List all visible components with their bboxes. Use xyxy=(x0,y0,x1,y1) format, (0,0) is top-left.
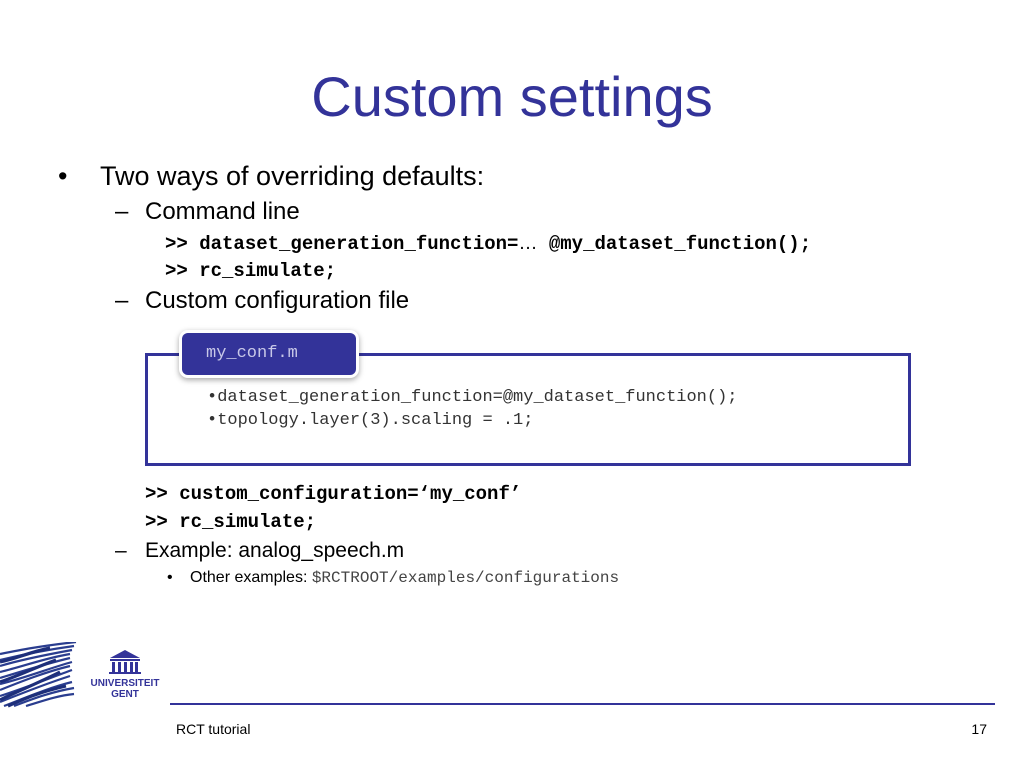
code-line-1-suffix: @my_dataset_function(); xyxy=(537,233,812,255)
config-line-2: •topology.layer(3).scaling = .1; xyxy=(207,409,533,432)
logo-text-2: GENT xyxy=(111,689,139,700)
building-icon xyxy=(109,650,141,674)
dash-glyph: – xyxy=(115,539,127,562)
other-examples-label: Other examples: xyxy=(190,569,312,586)
subitem-custom-config: Custom configuration file xyxy=(145,287,410,314)
footer-left-text: RCT tutorial xyxy=(176,721,251,737)
slide-title: Custom settings xyxy=(311,65,713,128)
code-line-4: >> rc_simulate; xyxy=(145,511,317,533)
bullet-glyph: • xyxy=(58,161,68,191)
code-line-1-prefix: >> dataset_generation_function= xyxy=(165,233,519,255)
page-number: 17 xyxy=(971,721,987,737)
dash-glyph: – xyxy=(115,287,129,314)
config-line-1: •dataset_generation_function=@my_dataset… xyxy=(207,386,738,409)
config-line-1-text: dataset_generation_function=@my_dataset_… xyxy=(217,388,738,407)
logo-text-1: UNIVERSITEIT xyxy=(91,678,160,689)
bullet-glyph: • xyxy=(167,569,173,586)
subitem-other-examples: Other examples: $RCTROOT/examples/config… xyxy=(190,568,619,588)
bullet-main: Two ways of overriding defaults: xyxy=(100,161,485,191)
bullet-glyph: • xyxy=(207,388,218,407)
university-logo: UNIVERSITEIT GENT xyxy=(0,642,160,708)
brush-stroke-graphic xyxy=(0,642,77,708)
code-line-3: >> custom_configuration=‘my_conf’ xyxy=(145,483,522,505)
config-line-2-text: topology.layer(3).scaling = .1; xyxy=(217,411,534,430)
dash-glyph: – xyxy=(115,198,129,225)
config-file-tab: my_conf.m xyxy=(182,333,356,375)
other-examples-path: $RCTROOT/examples/configurations xyxy=(311,569,620,587)
bullet-glyph: • xyxy=(207,411,218,430)
code-line-1: >> dataset_generation_function=… @my_dat… xyxy=(165,231,811,257)
subitem-command-line: Command line xyxy=(145,198,300,225)
ellipsis: … xyxy=(518,233,538,254)
footer-divider xyxy=(170,703,995,705)
subitem-example: Example: analog_speech.m xyxy=(145,539,405,562)
code-line-2: >> rc_simulate; xyxy=(165,260,337,282)
